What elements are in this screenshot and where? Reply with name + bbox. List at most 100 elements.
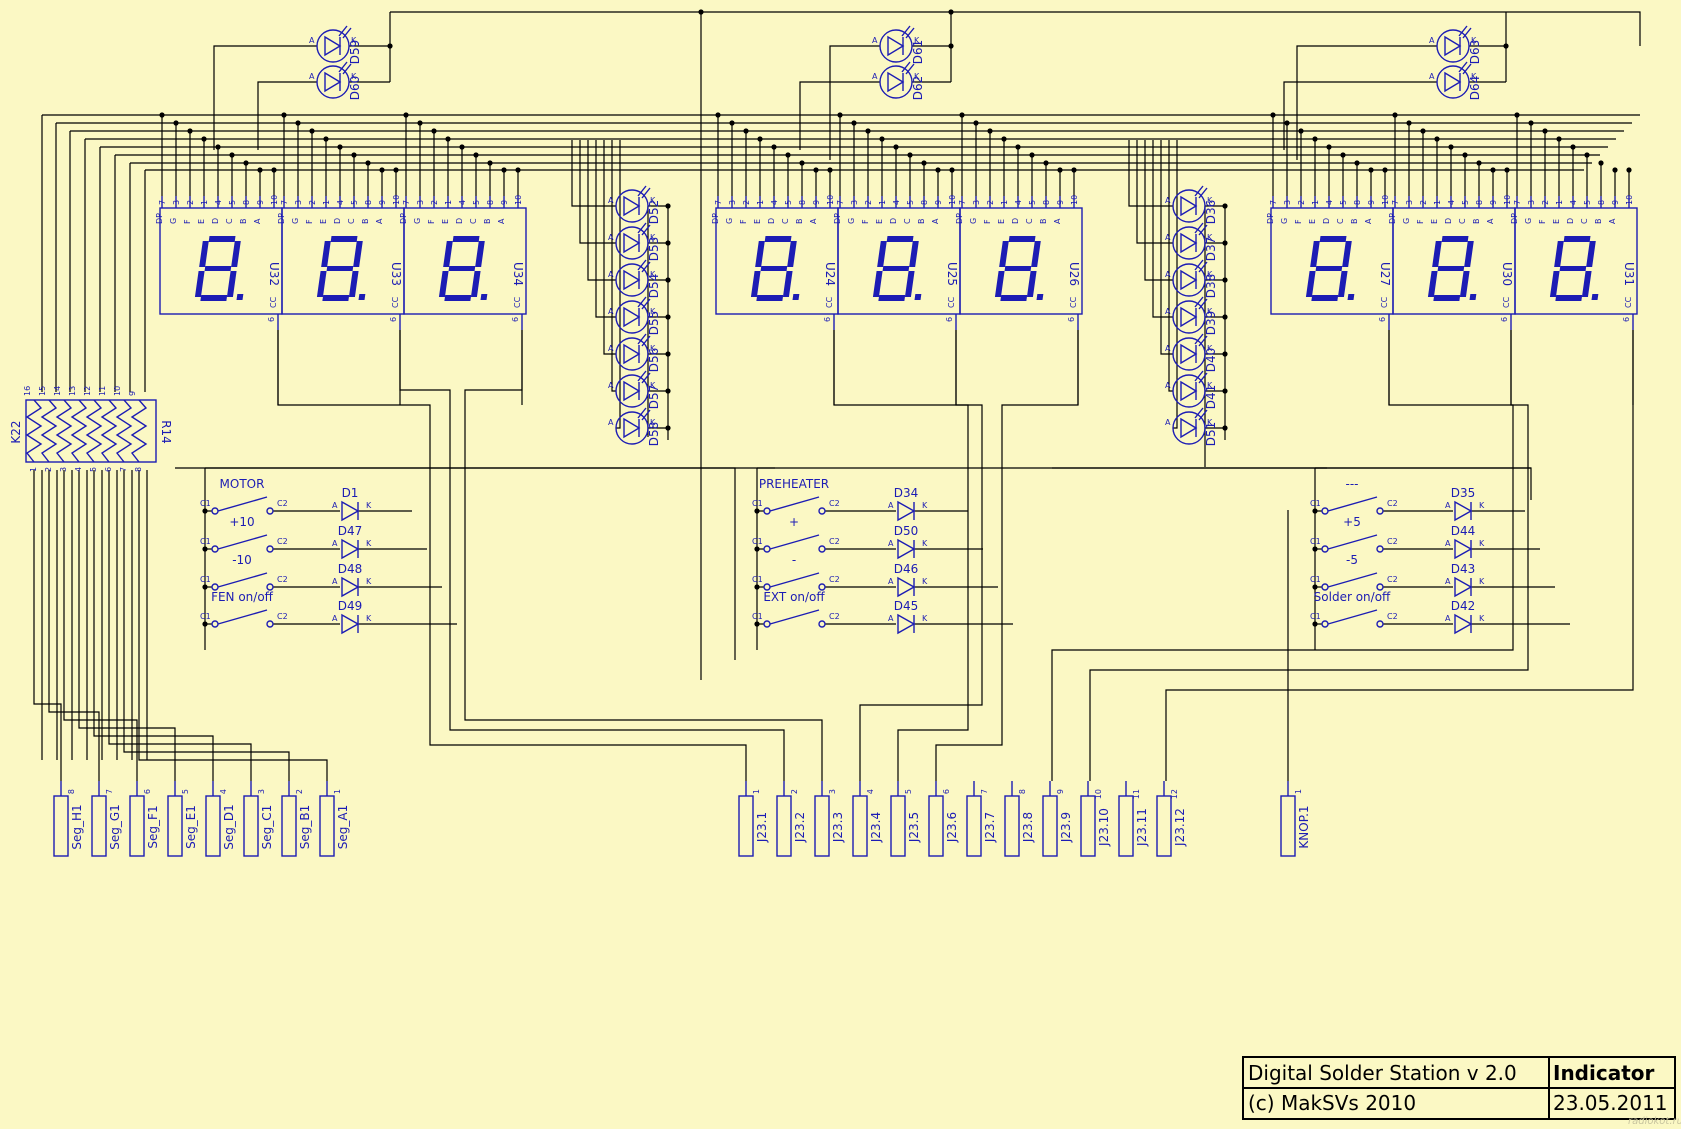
pin-number: 4	[1447, 200, 1456, 205]
diode-ref: D47	[338, 524, 363, 538]
junction-dot	[1490, 167, 1496, 173]
led-arrow	[1194, 370, 1204, 382]
pin-letter: K	[1479, 539, 1485, 548]
digit-segment	[882, 266, 910, 271]
connector-name: KNOP.1	[1297, 805, 1311, 848]
digit-segment	[872, 271, 883, 297]
pin-letter: A	[309, 36, 315, 45]
pin-letter: A	[1165, 381, 1171, 390]
pin-letter: A	[1165, 196, 1171, 205]
connector-body	[1042, 795, 1058, 857]
digit-point	[1591, 294, 1599, 300]
display-ref: U27	[1378, 262, 1392, 286]
wire	[277, 330, 747, 781]
digit-segment	[1464, 241, 1474, 267]
junction-dot	[515, 167, 521, 173]
pin-letter: A	[1165, 418, 1171, 427]
junction-dot	[698, 9, 704, 15]
junction-dot	[865, 128, 871, 134]
junction-dot	[393, 167, 399, 173]
pin-letter: A	[1165, 233, 1171, 242]
digit-segment	[755, 241, 765, 267]
junction-dot	[201, 136, 207, 142]
junction-dot	[1626, 167, 1632, 173]
wire	[603, 140, 616, 355]
pin-number: 7	[836, 200, 845, 205]
led-arrow	[641, 261, 651, 273]
switch-lever	[217, 496, 268, 512]
pin-number: 4	[214, 200, 223, 205]
wire	[48, 470, 100, 781]
display-ref: U31	[1622, 262, 1636, 286]
segment-letter: DP	[277, 213, 286, 224]
switch-contact	[818, 545, 826, 553]
switch-lever	[217, 534, 268, 550]
segment-letter: G	[847, 218, 856, 224]
pin-letter: K	[1207, 270, 1213, 279]
led-triangle	[1180, 306, 1198, 328]
pin-number: 5	[89, 467, 98, 472]
digit-segment	[1432, 241, 1442, 267]
pin-number: 2	[864, 200, 873, 205]
junction-dot	[187, 128, 193, 134]
diode-ref: D44	[1451, 524, 1476, 538]
digit-segment	[348, 271, 359, 297]
pin-number: 8	[1353, 200, 1362, 205]
junction-dot	[1312, 621, 1318, 627]
diode-ref: D42	[1451, 599, 1476, 613]
switch-contact	[1321, 507, 1329, 515]
digit-glyph	[438, 236, 488, 301]
led-triangle	[1180, 343, 1198, 365]
digit-segment	[208, 236, 236, 242]
led-body	[1436, 29, 1470, 63]
digit-segment	[226, 271, 237, 297]
segment-letter: G	[1524, 218, 1533, 224]
pin-number: 11	[98, 386, 107, 396]
connector-name: J23.10	[1097, 808, 1111, 847]
junction-dot	[229, 152, 235, 158]
led-body	[1172, 411, 1206, 445]
pin-number: 3	[1405, 200, 1414, 205]
watermark: radiokot.ru	[1628, 1116, 1681, 1127]
switch-pin: C1	[1310, 537, 1321, 546]
switch-lever	[769, 572, 820, 588]
junction-dot	[1312, 546, 1318, 552]
led-ref: D38	[1204, 274, 1218, 299]
pin-letter: K	[650, 418, 656, 427]
cc-label: CC	[1624, 296, 1633, 308]
segment-letter: B	[1594, 219, 1603, 225]
junction-dot	[1015, 144, 1021, 150]
switch-pin: C2	[829, 537, 840, 546]
digit-segment	[475, 241, 485, 267]
wire	[399, 330, 785, 781]
led-triangle	[623, 306, 641, 328]
pin-number: 9	[128, 391, 137, 396]
pin-letter: K	[1479, 614, 1485, 623]
wire	[595, 140, 616, 318]
wire	[799, 81, 880, 150]
led-body	[615, 337, 649, 371]
segment-letter: G	[725, 218, 734, 224]
digit-segment	[999, 241, 1009, 267]
pin-letter: K	[922, 539, 928, 548]
connector-body	[1156, 795, 1172, 857]
segment-letter: F	[983, 219, 992, 224]
diode-triangle	[897, 538, 916, 560]
digit-segment	[787, 241, 797, 267]
pin-number: 8	[364, 200, 373, 205]
connector-body	[129, 795, 145, 857]
led-arrow	[637, 259, 647, 271]
led-ref: D58	[647, 422, 661, 447]
led-triangle	[623, 417, 641, 439]
segment-letter: A	[375, 218, 384, 224]
pin-letter: K	[914, 72, 920, 81]
led-triangle	[1180, 380, 1198, 402]
led-body	[615, 226, 649, 260]
title-sheet: Indicator	[1553, 1061, 1655, 1085]
junction-dot	[1504, 167, 1510, 173]
pin-letter: A	[608, 233, 614, 242]
pin-letter: K	[1471, 72, 1477, 81]
pin-number: 10	[1381, 195, 1390, 205]
junction-dot	[1392, 112, 1398, 118]
connector-name: Seg_A1	[336, 805, 350, 849]
